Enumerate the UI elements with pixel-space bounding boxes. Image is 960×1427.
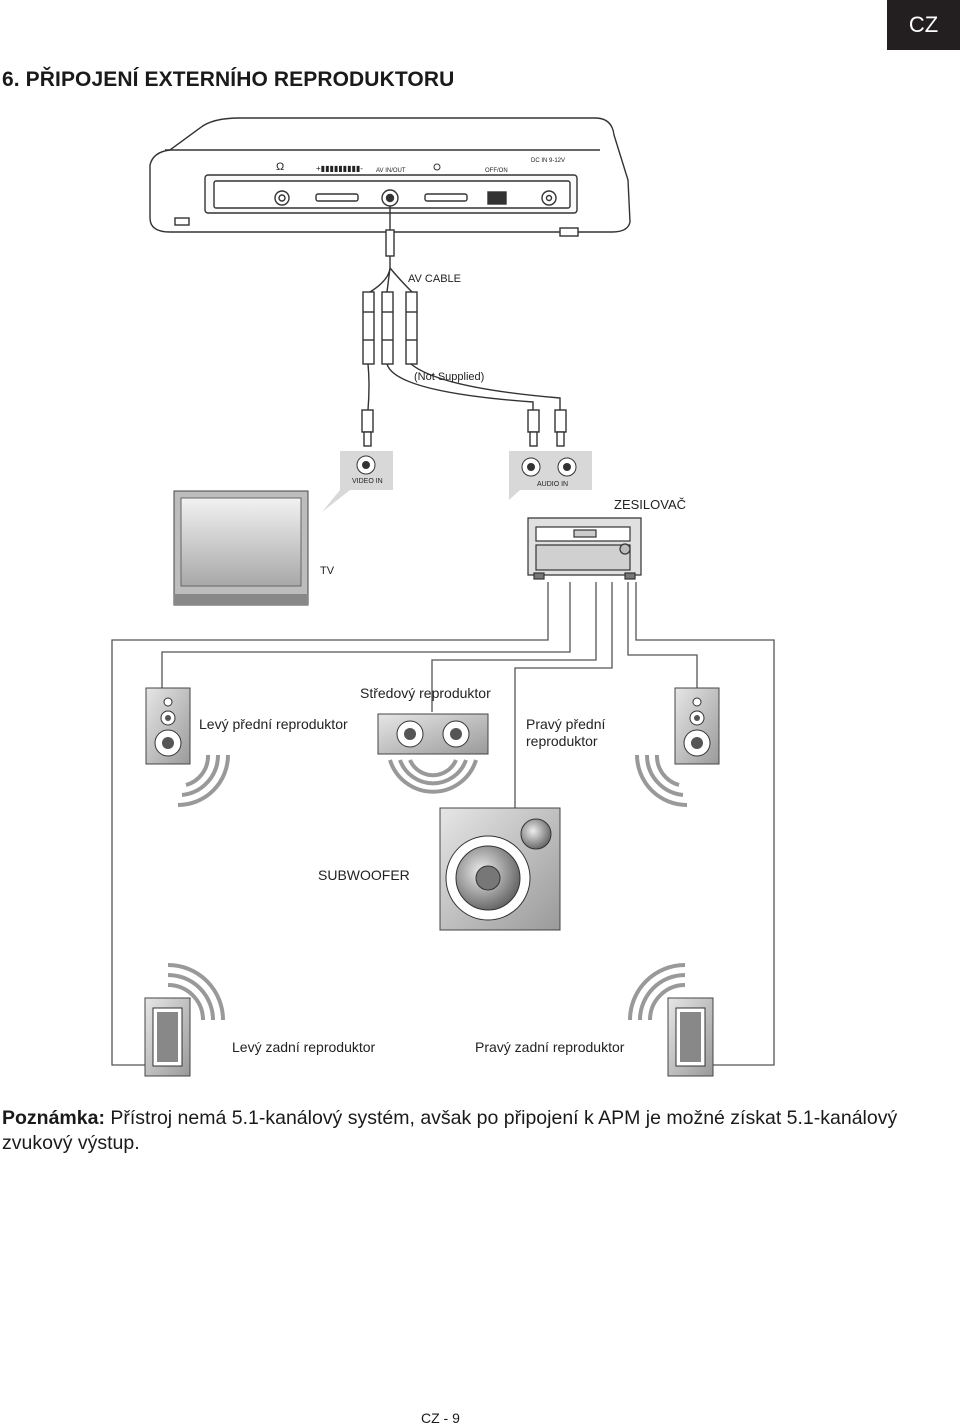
volume-label: +▮▮▮▮▮▮▮▮▮- xyxy=(316,164,363,173)
center-speaker-label: Středový reproduktor xyxy=(360,685,491,701)
tv-label: TV xyxy=(320,565,335,577)
front-right-label-line2: reproduktor xyxy=(526,733,598,749)
subwoofer-label: SUBWOOFER xyxy=(318,867,410,883)
speaker-wiring xyxy=(111,582,775,1066)
amplifier-label: ZESILOVAČ xyxy=(614,497,686,512)
switch-label: OFF/ON xyxy=(485,168,508,174)
note-label: Poznámka: xyxy=(2,1107,105,1129)
amplifier-illustration xyxy=(527,517,642,580)
av-cable-label: AV CABLE xyxy=(408,273,461,285)
av-cable xyxy=(361,206,567,447)
page-number: CZ - 9 xyxy=(421,1410,460,1426)
note-paragraph: Poznámka: Přístroj nemá 5.1-kanálový sys… xyxy=(2,1106,952,1156)
video-in-label: VIDEO IN xyxy=(352,478,383,485)
rear-right-speaker-illustration xyxy=(628,963,714,1077)
brightness-icon xyxy=(433,163,441,171)
front-left-speaker-illustration xyxy=(145,687,230,807)
rear-left-label: Levý zadní reproduktor xyxy=(232,1039,376,1055)
dc-in-label: DC IN 9-12V xyxy=(531,158,565,164)
language-tab: CZ xyxy=(887,0,960,50)
connection-diagram: Ω +▮▮▮▮▮▮▮▮▮- AV IN/OUT OFF/ON DC IN 9-1… xyxy=(111,117,775,1077)
rear-right-label: Pravý zadní reproduktor xyxy=(475,1039,625,1055)
note-text: Přístroj nemá 5.1-kanálový systém, avšak… xyxy=(2,1107,898,1154)
av-inout-label: AV IN/OUT xyxy=(376,168,406,174)
not-supplied-label: (Not Supplied) xyxy=(414,371,484,383)
rear-left-speaker-illustration xyxy=(144,963,225,1077)
audio-in-label: AUDIO IN xyxy=(537,481,568,488)
headphone-icon: Ω xyxy=(276,161,284,173)
center-speaker-illustration xyxy=(377,713,489,794)
page-title: 6. PŘIPOJENÍ EXTERNÍHO REPRODUKTORU xyxy=(2,68,455,91)
front-left-label: Levý přední reproduktor xyxy=(199,716,348,732)
front-right-label-line1: Pravý přední xyxy=(526,716,605,732)
device-side-panel xyxy=(149,117,631,237)
front-right-speaker-illustration xyxy=(635,687,720,807)
tv-illustration xyxy=(173,490,309,606)
audio-in-callout xyxy=(509,451,592,500)
subwoofer-illustration xyxy=(439,807,561,931)
